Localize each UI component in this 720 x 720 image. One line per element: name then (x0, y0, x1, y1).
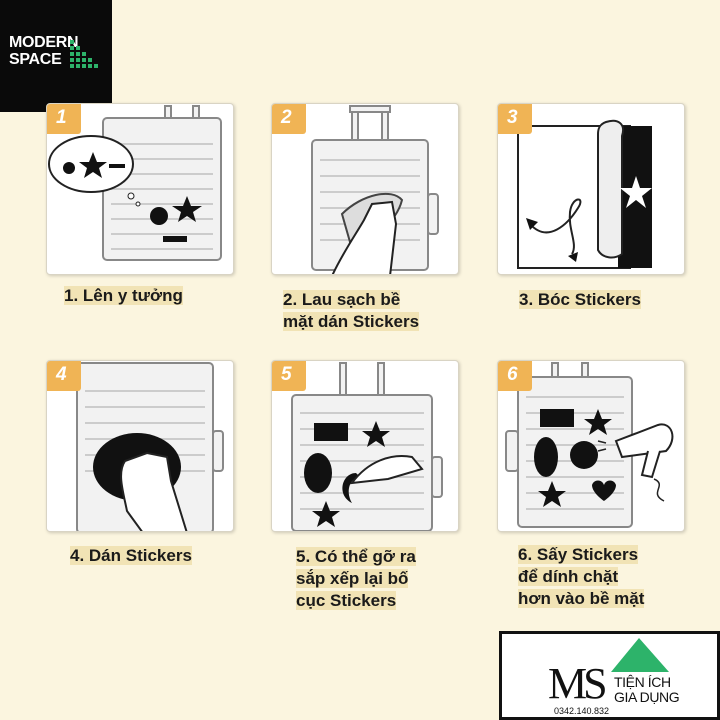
step-caption-6: 6. Sấy Stickers để dính chặt hơn vào bề … (518, 545, 645, 608)
star-icon (620, 176, 652, 208)
suitcase-idea-illustration (48, 105, 222, 261)
step-card-2: 2 (271, 103, 459, 275)
applying-sticker-illustration (76, 362, 224, 531)
rearranging-stickers-illustration (291, 362, 443, 531)
logo-steps-icon (70, 40, 98, 68)
step-number-tag: 4 (47, 361, 81, 391)
step-card-1: 1 (46, 103, 234, 275)
brand-initials: MS (548, 659, 608, 708)
modern-space-logo: MODERN SPACE (0, 0, 112, 112)
roof-triangle-icon (611, 638, 669, 672)
brand-line-1: TIỆN ÍCH (614, 674, 671, 690)
step-caption-1: 1. Lên y tưởng (64, 286, 183, 305)
heart-icon (592, 480, 616, 501)
step-card-3: 3 (497, 103, 685, 275)
step-card-6: 6 (497, 360, 685, 532)
hand-icon (349, 455, 424, 485)
step-number-tag: 2 (272, 104, 306, 134)
brand-phone: 0342.140.832 (554, 706, 610, 716)
step-caption-5: 5. Có thể gỡ ra sắp xếp lại bố cục Stick… (296, 547, 416, 610)
arrow-icon (526, 218, 538, 230)
hand-icon (331, 200, 398, 274)
star-icon (79, 152, 107, 178)
step-card-5: 5 (271, 360, 459, 532)
drying-stickers-illustration (505, 362, 674, 528)
ms-brand-logo: MS TIỆN ÍCH GIA DỤNG 0342.140.832 (499, 631, 720, 720)
step-number-tag: 3 (498, 104, 532, 134)
peeling-sticker-illustration (517, 119, 652, 269)
step-number-tag: 1 (47, 104, 81, 134)
step-number-tag: 6 (498, 361, 532, 391)
logo-line-1: MODERN (9, 34, 79, 51)
hand-icon (120, 451, 188, 531)
suitcase-wiping-illustration (311, 105, 439, 274)
brand-line-2: GIA DỤNG (614, 689, 680, 705)
step-card-4: 4 (46, 360, 234, 532)
step-caption-3: 3. Bóc Stickers (519, 290, 641, 309)
step-caption-4: 4. Dán Stickers (70, 546, 192, 565)
step-number-tag: 5 (272, 361, 306, 391)
step-caption-2: 2. Lau sạch bề mặt dán Stickers (283, 290, 420, 331)
hair-dryer-icon (597, 423, 674, 502)
logo-line-2: SPACE (9, 51, 62, 68)
